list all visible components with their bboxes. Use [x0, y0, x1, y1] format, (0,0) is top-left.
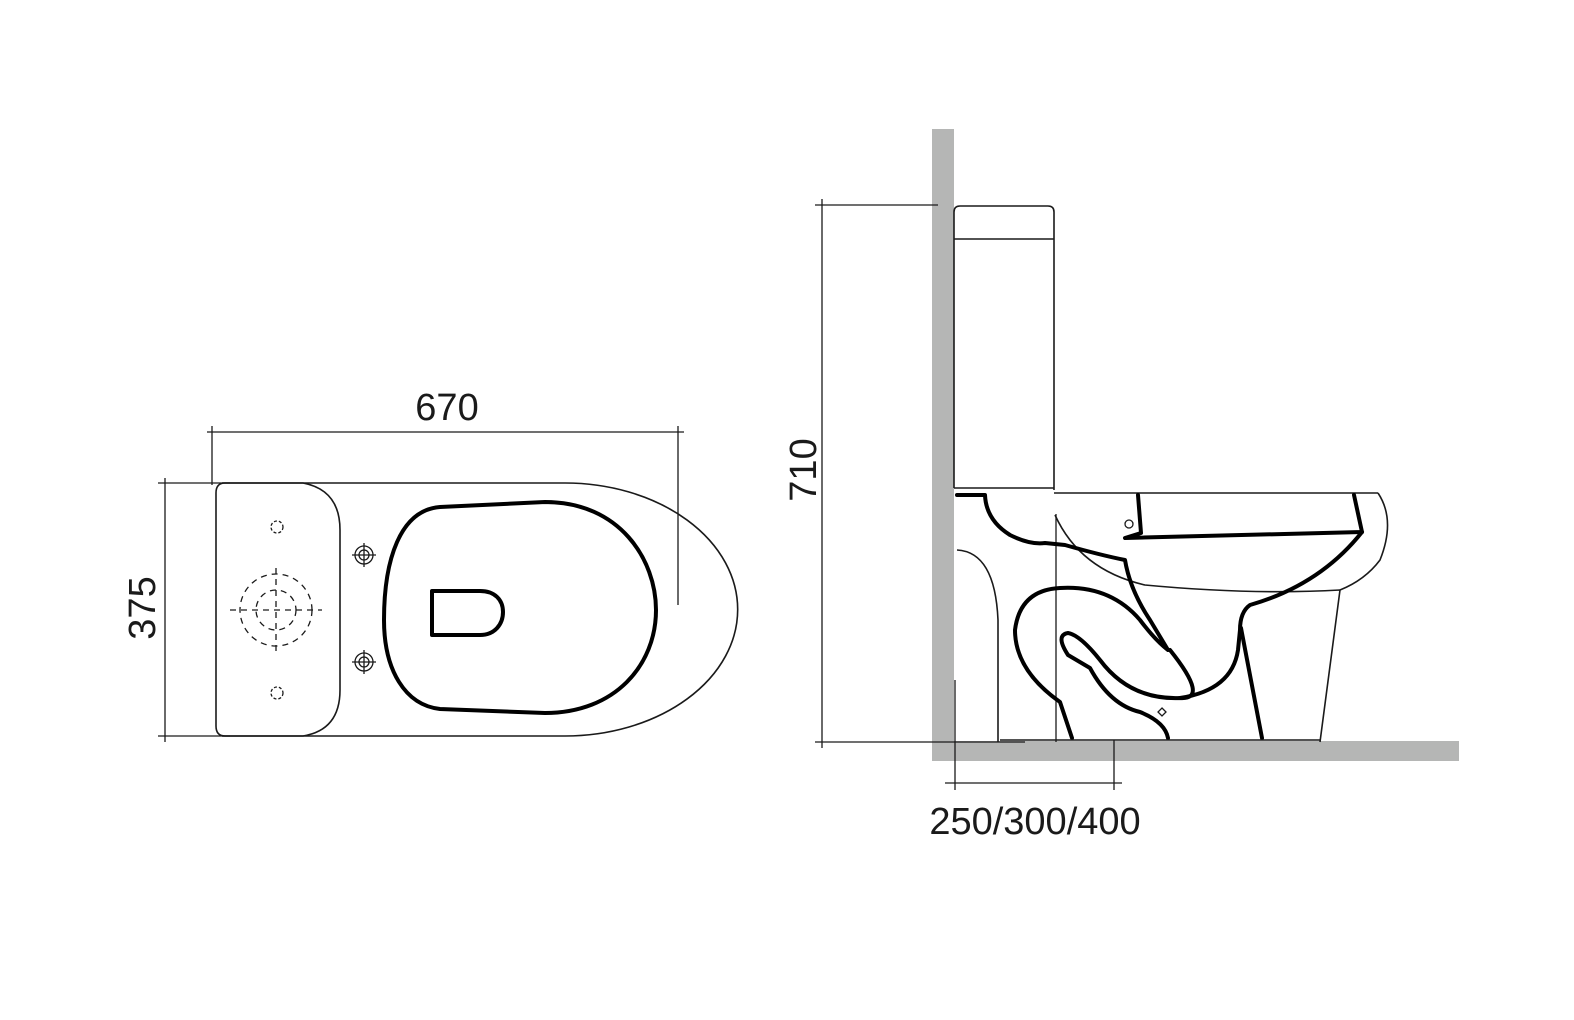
- width-dimension: 670: [207, 387, 684, 605]
- bowl-opening-top: [430, 589, 505, 637]
- outlet-label: 250/300/400: [929, 801, 1140, 843]
- mount-hole-icon: [270, 686, 284, 700]
- mount-hole-icon: [270, 520, 284, 534]
- side-view: 710 250/300/400: [783, 129, 1459, 843]
- depth-dimension: 375: [122, 478, 230, 742]
- flush-valve-icon: [230, 568, 322, 655]
- height-dimension: 710: [783, 199, 1025, 748]
- depth-label: 375: [122, 576, 164, 639]
- toilet-outline-top: [222, 482, 739, 737]
- trapway: [955, 493, 1170, 740]
- seat-bolt-icon: [352, 543, 376, 567]
- width-label: 670: [415, 387, 478, 429]
- seat-bolt-icon: [352, 650, 376, 674]
- floor: [932, 741, 1459, 761]
- seal-icon: [1157, 707, 1167, 717]
- outlet-dimension: 250/300/400: [929, 680, 1141, 843]
- top-view: 670 375: [122, 387, 739, 742]
- tank-lid-top: [215, 482, 341, 737]
- seat-side: [1123, 493, 1364, 540]
- hinge-icon: [1124, 519, 1134, 529]
- height-label: 710: [783, 438, 825, 501]
- seat-outline-top: [382, 500, 658, 715]
- wall: [932, 129, 954, 760]
- tank-side: [953, 205, 1055, 490]
